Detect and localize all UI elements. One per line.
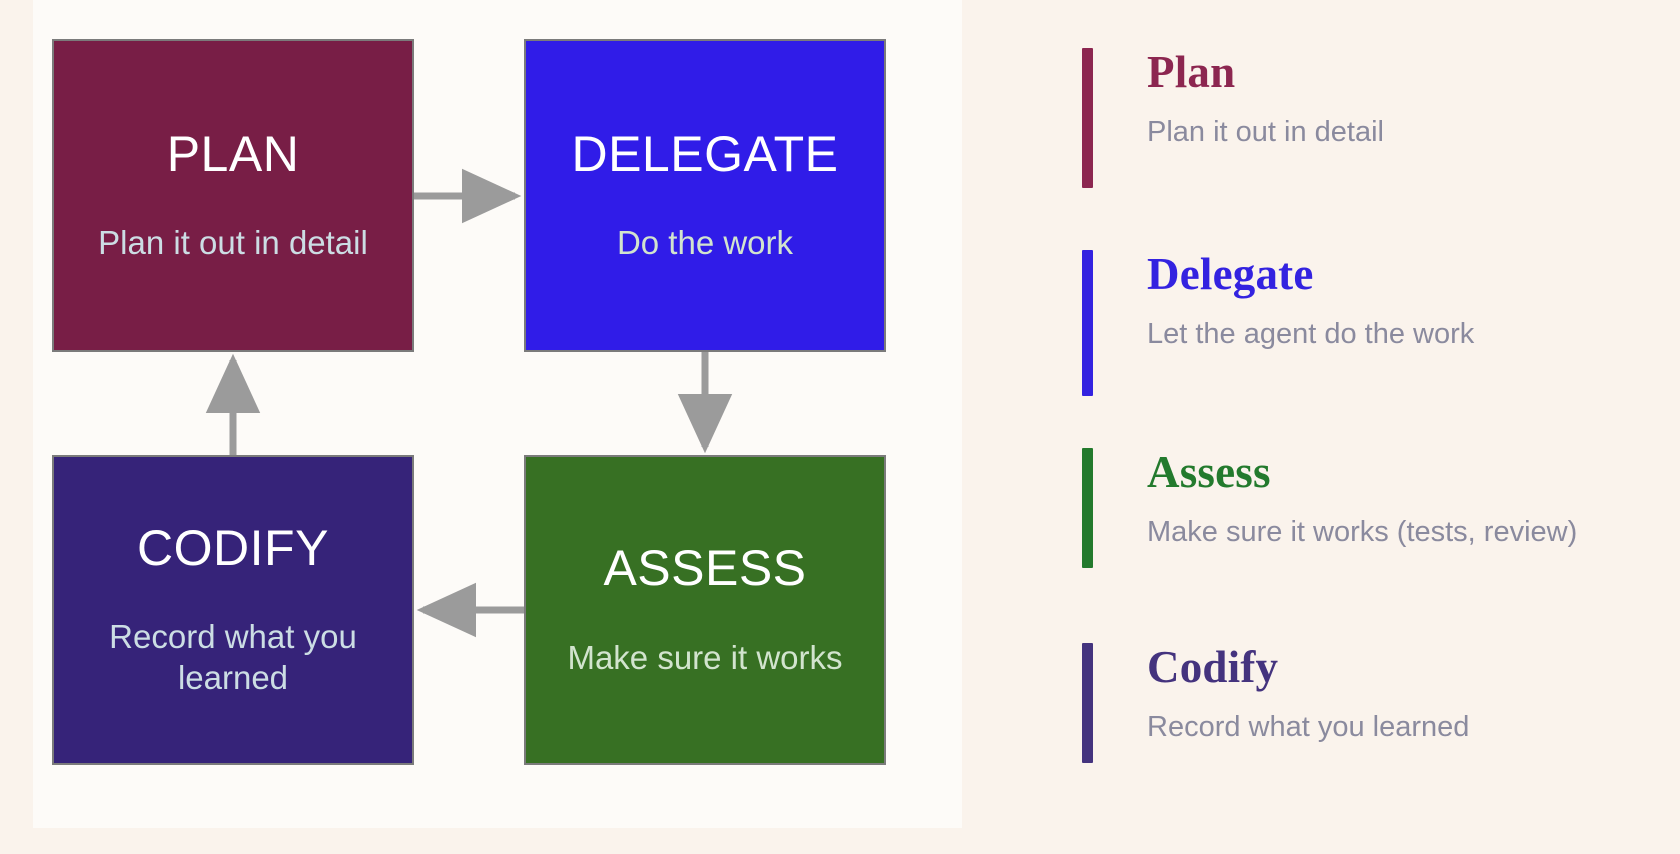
legend-desc-codify: Record what you learned (1147, 711, 1470, 743)
legend-text-assess: Assess Make sure it works (tests, review… (1147, 448, 1577, 550)
legend-color-bar-assess (1082, 448, 1093, 568)
flow-node-delegate-subtitle: Do the work (616, 224, 794, 262)
flow-node-assess-subtitle: Make sure it works (567, 638, 843, 676)
legend-desc-assess: Make sure it works (tests, review) (1147, 516, 1578, 548)
legend-title-plan: Plan (1147, 47, 1236, 97)
flowchart-panel: PLAN Plan it out in detail DELEGATE Do t… (33, 0, 962, 828)
legend-color-bar-delegate (1082, 250, 1093, 396)
legend-title-codify: Codify (1147, 642, 1279, 692)
legend-text-delegate: Delegate Let the agent do the work (1147, 250, 1474, 352)
legend-title-delegate: Delegate (1147, 249, 1314, 299)
legend-color-bar-plan (1082, 48, 1093, 188)
flow-node-delegate[interactable]: DELEGATE Do the work (524, 39, 886, 352)
legend-item-assess[interactable]: Assess Make sure it works (tests, review… (1082, 448, 1577, 568)
flow-node-assess[interactable]: ASSESS Make sure it works (524, 455, 886, 765)
flow-node-codify[interactable]: CODIFY Record what you learned (52, 455, 414, 765)
legend-desc-plan: Plan it out in detail (1147, 116, 1384, 148)
legend-title-assess: Assess (1147, 447, 1271, 497)
flow-node-plan[interactable]: PLAN Plan it out in detail (52, 39, 414, 352)
legend-list: Plan Plan it out in detail Delegate Let … (1082, 0, 1680, 854)
legend-item-delegate[interactable]: Delegate Let the agent do the work (1082, 250, 1474, 396)
flow-node-delegate-title: DELEGATE (571, 125, 839, 182)
flow-node-codify-title: CODIFY (137, 519, 329, 576)
legend-text-codify: Codify Record what you learned (1147, 643, 1469, 745)
legend-text-plan: Plan Plan it out in detail (1147, 48, 1384, 150)
flow-canvas: PLAN Plan it out in detail DELEGATE Do t… (33, 0, 962, 828)
flow-node-plan-subtitle: Plan it out in detail (98, 224, 368, 262)
flow-node-assess-title: ASSESS (603, 540, 807, 597)
legend-color-bar-codify (1082, 643, 1093, 763)
flow-node-codify-subtitle: Record what you learned (109, 618, 357, 697)
legend-item-codify[interactable]: Codify Record what you learned (1082, 643, 1469, 763)
legend-desc-delegate: Let the agent do the work (1147, 318, 1475, 350)
flow-node-plan-title: PLAN (166, 125, 300, 182)
legend-item-plan[interactable]: Plan Plan it out in detail (1082, 48, 1384, 188)
